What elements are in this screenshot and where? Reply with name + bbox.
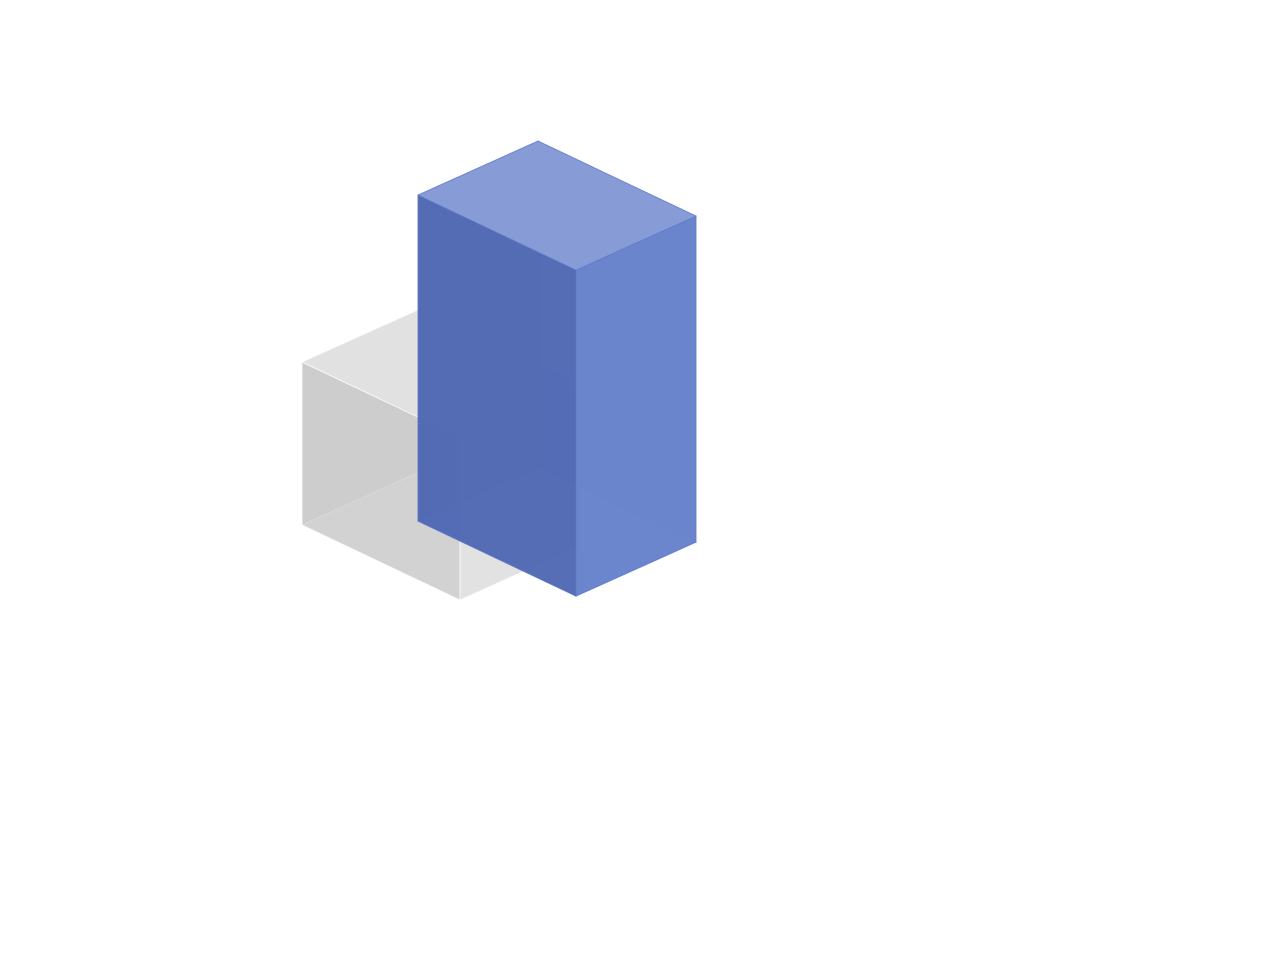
- bar-2: [416, 140, 698, 597]
- bar-2-side-face: [575, 215, 697, 597]
- bar-group: [300, 140, 698, 601]
- bar-2-top-face: [416, 140, 698, 271]
